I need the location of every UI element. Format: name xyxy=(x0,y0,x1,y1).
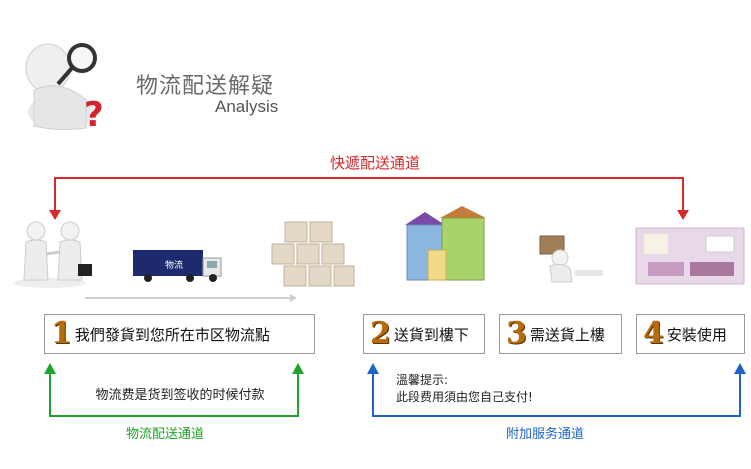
step-3-box: 3 需送貨上樓 xyxy=(499,314,622,354)
logistics-channel-label: 物流配送通道 xyxy=(125,427,204,442)
extra-service-channel-arrow xyxy=(367,363,746,417)
step-1-number: 1 xyxy=(51,316,72,351)
step-3-label: 需送貨上樓 xyxy=(529,325,605,344)
svg-text:?: ? xyxy=(84,95,104,135)
step-1-label: 我們發貨到您所在市区物流點 xyxy=(74,325,270,344)
step-2-label: 送貨到樓下 xyxy=(393,325,469,344)
reminder-title: 溫馨提示: xyxy=(396,373,449,387)
step-4-number: 4 xyxy=(643,316,664,351)
page-title: 物流配送解疑 xyxy=(136,74,275,99)
analysis-figure-icon: ? xyxy=(25,43,104,135)
reminder-text: 此段费用須由您自己支付! xyxy=(396,390,533,404)
step-4-box: 4 安裝使用 xyxy=(636,314,745,354)
step-3-number: 3 xyxy=(506,316,527,351)
logistics-fee-note: 物流费是货到签收的时候付款 xyxy=(95,388,265,403)
step-2-box: 2 送貨到樓下 xyxy=(363,314,485,354)
step-1-box: 1 我們發貨到您所在市区物流點 xyxy=(44,314,315,354)
extra-service-channel-label: 附加服务通道 xyxy=(505,427,584,442)
page-subtitle: Analysis xyxy=(215,97,279,116)
buildings-icon xyxy=(405,206,486,281)
boxes-icon xyxy=(271,221,355,287)
logistics-channel-arrow xyxy=(44,363,304,417)
truck-icon xyxy=(133,250,222,282)
living-room-icon xyxy=(635,227,745,285)
step-4-label: 安裝使用 xyxy=(666,325,727,344)
handshake-icon xyxy=(14,221,92,288)
express-channel-label: 快遞配送通道 xyxy=(329,154,420,172)
step-2-number: 2 xyxy=(370,316,391,351)
express-channel-arrow xyxy=(49,177,689,220)
porter-icon xyxy=(539,235,603,283)
